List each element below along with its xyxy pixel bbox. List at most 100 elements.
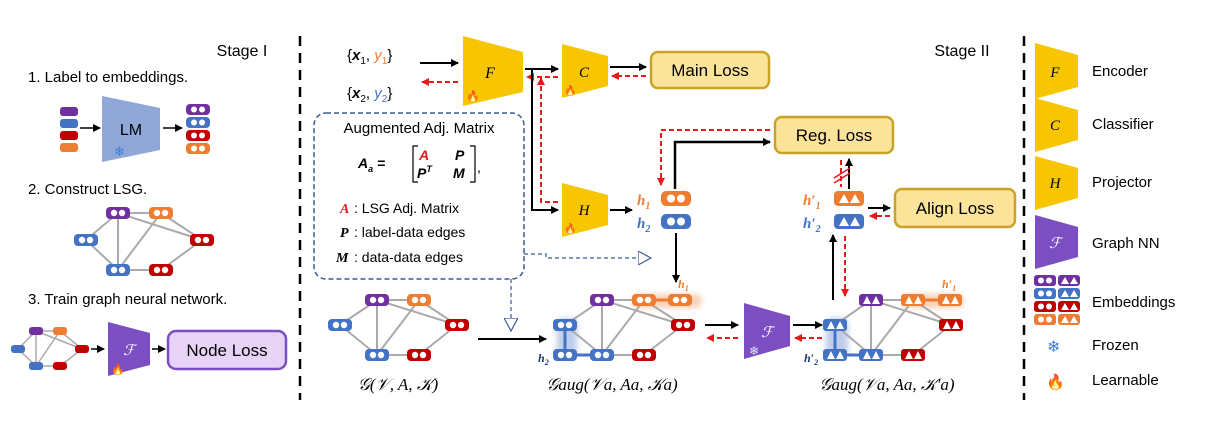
snowflake-icon: ❄ — [114, 144, 125, 159]
svg-text:Encoder: Encoder — [1092, 63, 1148, 80]
svg-text:ℱ: ℱ — [1049, 236, 1064, 252]
input-pair-2: {x2, y2} — [347, 85, 392, 105]
encoder-letter: F — [484, 65, 495, 82]
svg-text:M: M — [453, 165, 465, 181]
grad-projector-to-encoder — [537, 77, 558, 203]
graph-aug-h1-tag: h1 — [678, 277, 689, 293]
aug-matrix-equation: Aa = A P PT M , — [357, 145, 481, 183]
svg-text:A: A — [339, 202, 349, 217]
step3-label: 3. Train graph neural network. — [28, 291, 227, 308]
svg-text:{x1, y1}: {x1, y1} — [347, 47, 392, 67]
aug-box-title: Augmented Adj. Matrix — [344, 120, 495, 137]
legend-frozen: ❄ Frozen — [1047, 337, 1139, 356]
step1-label: 1. Label to embeddings. — [28, 69, 188, 86]
snowflake-icon: ❄ — [749, 344, 759, 358]
svg-text:F: F — [1049, 65, 1060, 81]
lm-label: LM — [120, 122, 142, 139]
aug-legend-p: P : label-data edges — [340, 224, 465, 241]
svg-text:{x2, y2}: {x2, y2} — [347, 85, 392, 105]
small-graph-nodes — [11, 327, 89, 370]
legend-classifier: C Classifier — [1035, 98, 1154, 152]
graph-g-aug-prime — [823, 294, 964, 361]
graph-aug-prime-label: 𝒢aug(𝒱a, Aa, 𝒦′a) — [819, 375, 955, 394]
main-loss-label: Main Loss — [671, 61, 748, 80]
svg-text:h′1: h′1 — [803, 193, 821, 212]
align-loss-box — [893, 187, 1017, 229]
graph-aug-prime-h2-tag: h′2 — [804, 351, 818, 367]
svg-text:Embeddings: Embeddings — [1092, 294, 1175, 311]
svg-text:: data-data edges: : data-data edges — [354, 249, 463, 265]
reg-loss-label: Reg. Loss — [796, 126, 873, 145]
augmented-matrix-box — [313, 112, 525, 280]
svg-text:Aa =: Aa = — [357, 155, 385, 174]
grad-regloss-to-h — [657, 129, 770, 186]
aug-legend-a: A : LSG Adj. Matrix — [339, 200, 459, 217]
legend-gnn: ℱ Graph NN — [1035, 215, 1160, 269]
svg-text:Graph NN: Graph NN — [1092, 235, 1160, 252]
svg-text:P: P — [455, 147, 465, 163]
encoder-trapezoid — [463, 36, 523, 106]
flame-icon: 🔥 — [1046, 373, 1065, 391]
svg-text:h2: h2 — [637, 216, 650, 235]
flame-icon: 🔥 — [111, 363, 125, 376]
lm-trapezoid — [102, 96, 160, 162]
h1-embedding: h1 — [637, 191, 691, 212]
arrow-h-to-regloss — [673, 138, 771, 189]
svg-text:A: A — [418, 147, 429, 163]
svg-text:Projector: Projector — [1092, 174, 1152, 191]
classifier-trapezoid — [562, 44, 608, 98]
projector-trapezoid — [562, 183, 608, 237]
legend-learnable: 🔥 Learnable — [1046, 372, 1159, 391]
snowflake-icon: ❄ — [1047, 339, 1060, 356]
label-embeddings-output — [186, 104, 210, 154]
graph-aug-h2-tag: h2 — [538, 351, 549, 367]
gnn-small-letter: ℱ — [123, 343, 138, 359]
node-loss-label: Node Loss — [186, 341, 267, 360]
main-loss-box — [649, 50, 771, 90]
svg-text:C: C — [1050, 118, 1061, 134]
gnn-small-trapezoid — [108, 322, 150, 376]
graph-aug-prime-h1-tag: h′1 — [942, 277, 956, 293]
aug-to-h-hollow-arrow — [524, 254, 650, 258]
stage2-title: Stage II — [934, 43, 989, 60]
gnn-trapezoid — [744, 303, 790, 359]
lsg-nodes — [74, 207, 214, 276]
svg-text:M: M — [335, 251, 349, 266]
svg-text:Classifier: Classifier — [1092, 116, 1154, 133]
stage1-title: Stage I — [217, 43, 268, 60]
stop-gradient-icon — [833, 167, 851, 184]
lsg-graph — [85, 212, 203, 271]
h2-embedding: h2 — [637, 214, 691, 235]
graph-g — [328, 294, 469, 361]
svg-text:: label-data edges: : label-data edges — [354, 224, 465, 240]
h1-prime-embedding: h′1 — [803, 191, 864, 212]
legend-projector: H Projector — [1035, 156, 1152, 210]
graph-aug-label: 𝒢aug(𝒱a, Aa, 𝒦a) — [546, 375, 678, 394]
svg-text:h1: h1 — [637, 193, 650, 212]
step2-label: 2. Construct LSG. — [28, 181, 147, 198]
flame-icon: 🔥 — [564, 84, 576, 97]
align-loss-label: Align Loss — [916, 199, 994, 218]
graph-g-label: 𝒢(𝒱, A, 𝒦) — [358, 375, 439, 394]
input-pair-1: {x1, y1} — [347, 47, 392, 67]
svg-text:h′2: h′2 — [803, 216, 821, 235]
flame-icon: 🔥 — [466, 90, 480, 103]
svg-text:Frozen: Frozen — [1092, 337, 1139, 354]
svg-text:: LSG Adj. Matrix: : LSG Adj. Matrix — [354, 200, 459, 216]
classifier-letter: C — [579, 65, 590, 81]
gnn-letter: ℱ — [761, 325, 776, 341]
graph-g-aug — [553, 294, 702, 361]
svg-text:Learnable: Learnable — [1092, 372, 1159, 389]
projector-letter: H — [578, 203, 591, 219]
legend-embeddings: Embeddings — [1034, 275, 1175, 325]
reg-loss-box — [773, 115, 895, 155]
svg-text:,: , — [477, 159, 481, 175]
arrow-encoder-to-projector — [531, 69, 559, 214]
h2-prime-embedding: h′2 — [803, 214, 864, 235]
node-loss-box — [166, 329, 288, 371]
aug-legend-m: M : data-data edges — [335, 249, 463, 266]
small-graph — [17, 330, 83, 367]
label-embeddings-input — [60, 107, 78, 152]
legend-encoder: F Encoder — [1035, 43, 1148, 99]
